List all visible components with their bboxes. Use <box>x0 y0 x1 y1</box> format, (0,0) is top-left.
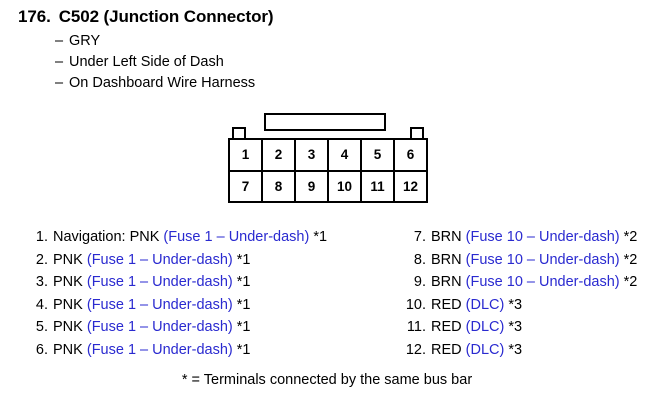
pin-circuit: PNK <box>53 251 83 268</box>
pin-list-left: 1.Navigation: PNK (Fuse 1 – Under-dash) … <box>22 226 327 361</box>
description-text: Under Left Side of Dash <box>69 54 224 70</box>
pin-circuit: PNK <box>53 319 83 335</box>
connector-pin: 11 <box>362 171 395 201</box>
pin-footnote-mark: *1 <box>236 319 251 335</box>
list-item: –On Dashboard Wire Harness <box>55 73 255 94</box>
dash-icon: – <box>55 75 64 91</box>
pin-number: 5. <box>35 319 48 335</box>
pin-source: (DLC) <box>465 296 505 313</box>
footnote: * = Terminals connected by the same bus … <box>181 372 473 388</box>
pin-source: (Fuse 1 – Under-dash) <box>86 319 233 335</box>
pin-number: 6. <box>35 341 48 358</box>
list-item: 11. RED (DLC) *3 <box>400 316 637 339</box>
pin-footnote-mark: *1 <box>236 296 251 313</box>
list-item: 12. RED (DLC) *3 <box>400 339 637 362</box>
pin-number: 11. <box>406 319 426 335</box>
pin-footnote-mark: *1 <box>236 274 251 290</box>
pin-footnote-mark: *2 <box>623 251 638 268</box>
pin-footnote-mark: *1 <box>313 229 328 245</box>
connector-ear-left <box>232 127 246 140</box>
list-item: 4. PNK (Fuse 1 – Under-dash) *1 <box>22 294 327 317</box>
connector-pin: 10 <box>329 171 362 201</box>
pin-number: 9. <box>413 274 426 290</box>
pin-circuit: PNK <box>53 296 83 313</box>
pin-source: (Fuse 10 – Under-dash) <box>465 274 620 290</box>
connector-ear-right <box>410 127 424 140</box>
pin-circuit: BRN <box>431 274 462 290</box>
pin-source: (Fuse 1 – Under-dash) <box>163 229 310 245</box>
pin-circuit: PNK <box>53 274 83 290</box>
pin-footnote-mark: *3 <box>508 319 523 335</box>
connector-pin: 9 <box>296 171 329 201</box>
pin-circuit: RED <box>431 341 462 358</box>
connector-latch-tab <box>264 113 386 131</box>
page-title-text: C502 (Junction Connector) <box>58 7 274 26</box>
connector-pin: 2 <box>263 140 296 170</box>
pin-footnote-mark: *3 <box>508 296 523 313</box>
pin-number: 4. <box>35 296 48 313</box>
connector-pin: 1 <box>230 140 263 170</box>
list-item: 1.Navigation: PNK (Fuse 1 – Under-dash) … <box>22 226 327 249</box>
connector-pin: 7 <box>230 171 263 201</box>
pin-circuit: Navigation: PNK <box>53 229 160 245</box>
pin-number: 8. <box>413 251 426 268</box>
list-item: 6. PNK (Fuse 1 – Under-dash) *1 <box>22 339 327 362</box>
list-item: 3. PNK (Fuse 1 – Under-dash) *1 <box>22 271 327 294</box>
page-title-number: 176. <box>18 7 51 26</box>
list-item: 8. BRN (Fuse 10 – Under-dash) *2 <box>400 249 637 272</box>
connector-pin: 3 <box>296 140 329 170</box>
pin-number: 10. <box>405 296 426 313</box>
pin-list-right: 7. BRN (Fuse 10 – Under-dash) *2 8. BRN (F… <box>400 226 638 362</box>
description-text: GRY <box>69 33 101 49</box>
pin-source: (Fuse 1 – Under-dash) <box>86 251 233 268</box>
page-title: 176. C502 (Junction Connector) <box>18 7 274 27</box>
connector-pin: 5 <box>362 140 395 170</box>
connector-description-list: –GRY –Under Left Side of Dash –On Dashbo… <box>55 31 255 94</box>
pin-footnote-mark: *1 <box>236 341 251 358</box>
pin-circuit: RED <box>431 296 462 313</box>
connector-pin-row-top: 1 2 3 4 5 6 <box>230 140 426 172</box>
pin-footnote-mark: *2 <box>623 274 638 290</box>
pin-footnote-mark: *2 <box>623 229 638 245</box>
dash-icon: – <box>55 54 64 70</box>
pin-circuit: PNK <box>53 341 83 358</box>
list-item: –GRY <box>55 31 255 52</box>
connector-pin-row-bottom: 7 8 9 10 11 12 <box>230 171 426 201</box>
pin-circuit: RED <box>431 319 462 335</box>
description-text: On Dashboard Wire Harness <box>69 75 256 91</box>
connector-pin: 4 <box>329 140 362 170</box>
pin-circuit: BRN <box>431 251 462 268</box>
connector-body: 1 2 3 4 5 6 7 8 9 10 11 12 <box>228 138 428 203</box>
pin-number: 1. <box>35 229 48 245</box>
pin-source: (Fuse 1 – Under-dash) <box>86 296 233 313</box>
list-item: 9. BRN (Fuse 10 – Under-dash) *2 <box>400 271 637 294</box>
pin-number: 3. <box>35 274 48 290</box>
pin-footnote-mark: *1 <box>236 251 251 268</box>
dash-icon: – <box>55 33 64 49</box>
pin-number: 7. <box>413 229 426 245</box>
pin-footnote-mark: *3 <box>508 341 523 358</box>
pin-source: (Fuse 10 – Under-dash) <box>465 251 620 268</box>
pin-source: (Fuse 10 – Under-dash) <box>465 229 620 245</box>
pin-number: 12. <box>405 341 426 358</box>
pin-source: (DLC) <box>465 319 505 335</box>
list-item: –Under Left Side of Dash <box>55 52 255 73</box>
list-item: 2. PNK (Fuse 1 – Under-dash) *1 <box>22 249 327 272</box>
pin-source: (Fuse 1 – Under-dash) <box>86 341 233 358</box>
connector-pin: 12 <box>402 178 419 194</box>
connector-pin: 6 <box>406 147 415 163</box>
connector-diagram: 1 2 3 4 5 6 7 8 9 10 11 12 <box>228 113 428 205</box>
pin-circuit: BRN <box>431 229 462 245</box>
connector-pin: 8 <box>263 171 296 201</box>
pin-source: (DLC) <box>465 341 505 358</box>
pin-source: (Fuse 1 – Under-dash) <box>86 274 233 290</box>
list-item: 10. RED (DLC) *3 <box>400 294 637 317</box>
pin-number: 2. <box>35 251 48 268</box>
list-item: 5. PNK (Fuse 1 – Under-dash) *1 <box>22 316 327 339</box>
list-item: 7. BRN (Fuse 10 – Under-dash) *2 <box>400 226 637 249</box>
